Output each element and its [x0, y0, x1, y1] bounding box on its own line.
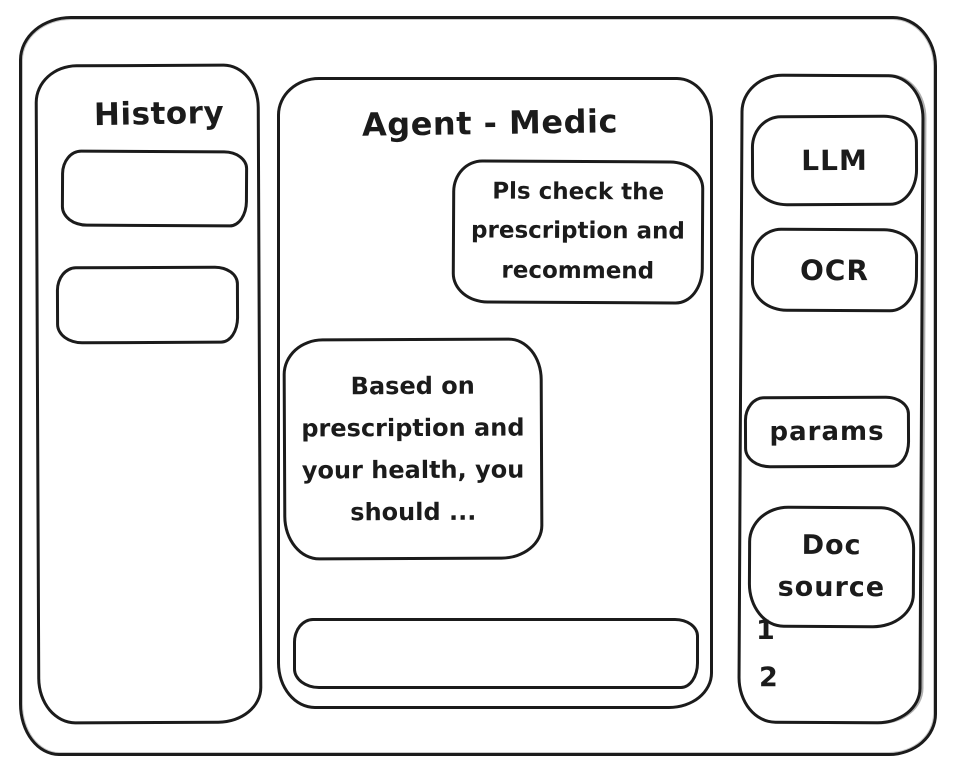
history-title: History — [93, 94, 225, 134]
chat-input[interactable] — [293, 618, 699, 689]
history-item[interactable] — [60, 149, 249, 228]
doc-source-option-1[interactable]: 1 — [756, 615, 775, 646]
llm-button[interactable]: LLM — [750, 114, 919, 207]
doc-source-button[interactable]: Doc source — [747, 505, 916, 629]
params-button[interactable]: params — [743, 395, 911, 469]
chat-title: Agent - Medic — [361, 102, 619, 144]
agent-message-bubble: Based on prescription and your health, y… — [282, 337, 544, 561]
ocr-button[interactable]: OCR — [750, 227, 919, 313]
history-item[interactable] — [55, 265, 240, 345]
user-message-bubble: Pls check the prescription and recommend — [451, 159, 705, 305]
doc-source-option-2[interactable]: 2 — [759, 662, 778, 693]
